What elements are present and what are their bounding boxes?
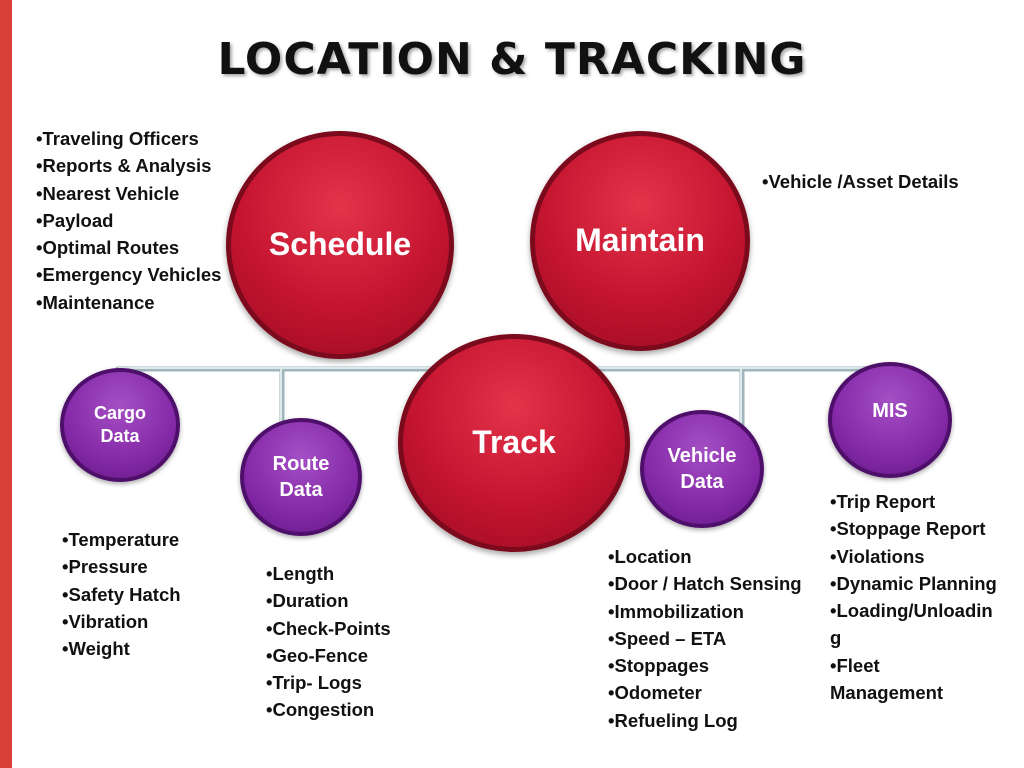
list-item: Trip- Logs	[266, 669, 391, 696]
list-item: Temperature	[62, 526, 181, 553]
list-item: Vehicle /Asset Details	[762, 168, 958, 195]
list-item: Stoppage Report	[830, 515, 1020, 542]
list-item: Weight	[62, 635, 181, 662]
list-item: Door / Hatch Sensing	[608, 570, 801, 597]
list-item: Dynamic Planning	[830, 570, 1020, 597]
list-item: Stoppages	[608, 652, 802, 679]
vehicle-data-label: Vehicle Data	[667, 445, 737, 493]
schedule-list: Traveling Officers Reports & Analysis Ne…	[36, 125, 221, 316]
track-node: Track	[398, 334, 630, 552]
list-item: Nearest Vehicle	[36, 180, 221, 207]
list-item: Maintenance	[36, 289, 221, 316]
list-item: Location	[608, 543, 802, 570]
mis-node: MIS	[828, 362, 952, 478]
list-item: Vibration	[62, 608, 181, 635]
list-item: Check-Points	[266, 615, 390, 642]
route-data-label: Route Data	[272, 453, 330, 501]
list-item: Loading/Unloadin g	[830, 597, 1020, 652]
cargo-data-node: Cargo Data	[60, 368, 180, 482]
list-item: Congestion	[266, 696, 391, 723]
list-item: Refueling Log	[608, 707, 802, 734]
list-item: Violations	[830, 543, 1020, 570]
left-accent-bar	[0, 0, 12, 768]
list-item: Traveling Officers	[36, 125, 221, 152]
mis-label: MIS	[872, 400, 908, 422]
cargo-list: Temperature Pressure Safety Hatch Vibrat…	[62, 526, 181, 662]
list-item: Length	[266, 560, 391, 587]
track-label: Track	[472, 424, 556, 461]
maintain-node: Maintain	[530, 131, 750, 351]
list-item: Speed – ETA	[608, 625, 802, 652]
schedule-node: Schedule	[226, 131, 454, 359]
list-item: Duration	[266, 587, 391, 614]
schedule-label: Schedule	[268, 226, 412, 263]
list-item: Reports & Analysis	[36, 152, 221, 179]
maintain-list: Vehicle /Asset Details	[762, 168, 958, 195]
list-item: Safety Hatch	[62, 581, 180, 608]
vehicle-list: Location Door / Hatch Sensing Immobiliza…	[608, 543, 802, 734]
mis-list: Trip Report Stoppage Report Violations D…	[830, 488, 1020, 706]
list-item: Odometer	[608, 679, 802, 706]
list-item: Payload	[36, 207, 221, 234]
cargo-data-label: Cargo Data	[93, 402, 146, 446]
maintain-label: Maintain	[575, 222, 705, 259]
list-item: Optimal Routes	[36, 234, 221, 261]
list-item: Immobilization	[608, 598, 802, 625]
route-list: Length Duration Check-Points Geo-Fence T…	[266, 560, 391, 724]
list-item: Pressure	[62, 553, 181, 580]
list-item: Emergency Vehicles	[36, 261, 221, 288]
list-item: Fleet Management	[830, 652, 1020, 707]
vehicle-data-node: Vehicle Data	[640, 410, 764, 528]
list-item: Trip Report	[830, 488, 1020, 515]
route-data-node: Route Data	[240, 418, 362, 536]
list-item: Geo-Fence	[266, 642, 391, 669]
page-title: LOCATION & TRACKING	[217, 34, 807, 85]
